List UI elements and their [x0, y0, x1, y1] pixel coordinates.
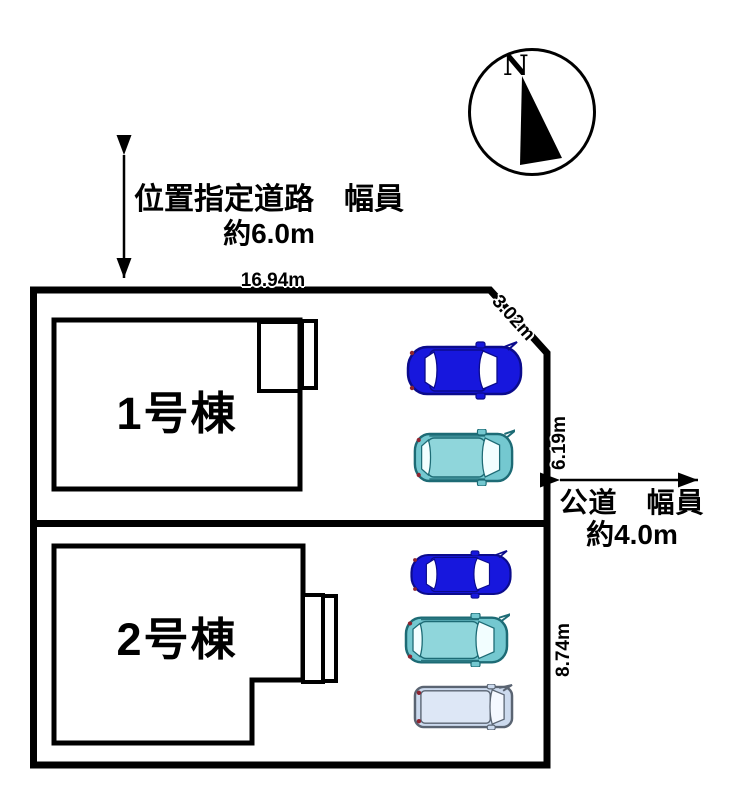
building-2-bay-window: [321, 594, 338, 683]
building-2-label: 2号棟: [116, 614, 238, 665]
north-needle-icon: [520, 76, 562, 165]
dimension-top-width: 16.94m: [240, 270, 306, 291]
left-road-name: 位置指定道路 幅員: [134, 183, 404, 216]
car-pale-van-lot2: [412, 684, 515, 730]
building-1-footprint: [51, 317, 318, 492]
left-road-width: 約6.0m: [223, 217, 315, 249]
right-road-width: 約4.0m: [586, 519, 678, 551]
building-1-label: 1号棟: [116, 388, 238, 439]
car-teal-hatchback-lot2: [403, 613, 510, 667]
car-teal-hatchback-lot1: [412, 429, 515, 486]
left-road-label: 位置指定道路 幅員 約6.0m: [123, 183, 415, 250]
compass-icon: N: [468, 48, 596, 176]
building-2-footprint: [51, 543, 338, 746]
car-blue-sedan-lot2: [408, 550, 514, 599]
right-road-name: 公道 幅員: [559, 487, 705, 518]
building-2-bay: [301, 593, 325, 684]
right-road-label: 公道 幅員 約4.0m: [549, 487, 715, 551]
car-blue-sedan-lot1: [404, 341, 525, 400]
building-1-bay-window: [300, 319, 318, 390]
dimension-right-upper: 6.19m: [549, 416, 570, 470]
dimension-right-lower: 8.74m: [553, 623, 574, 677]
compass-north-label: N: [503, 49, 529, 82]
